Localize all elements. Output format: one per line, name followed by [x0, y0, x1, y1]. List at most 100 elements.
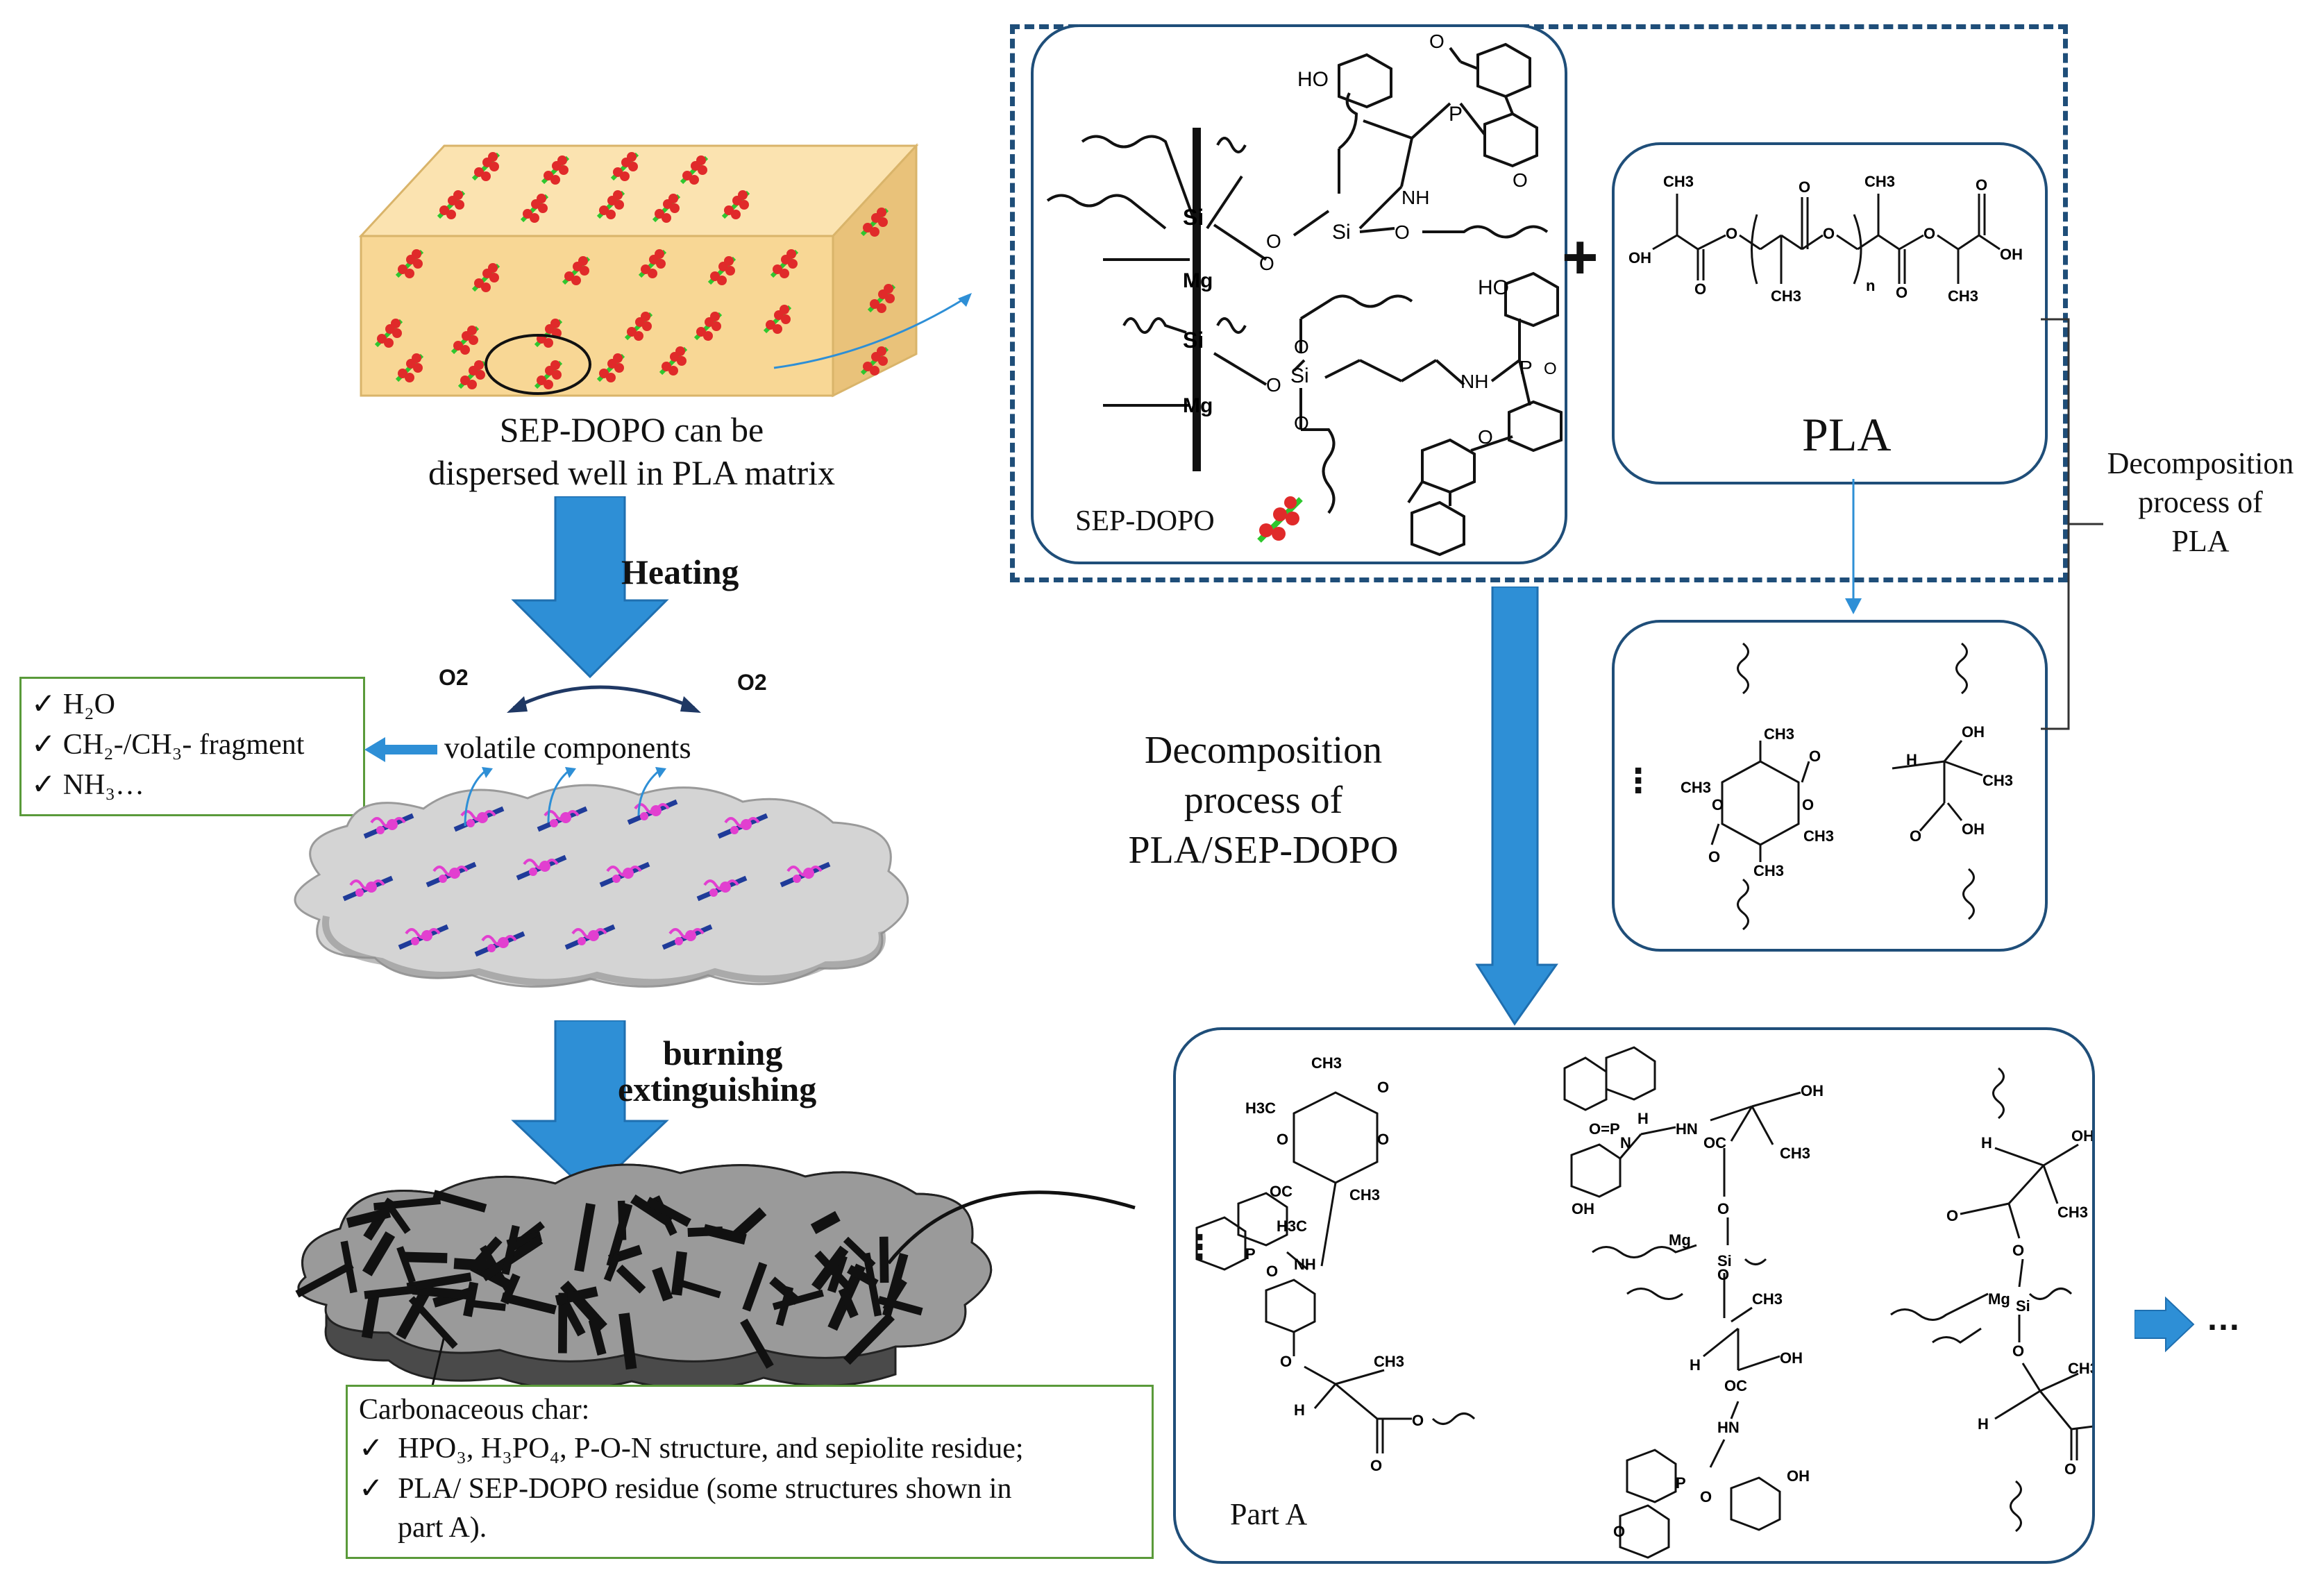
- char-item-2: ✓ PLA/ SEP-DOPO residue (some structures…: [359, 1473, 1012, 1505]
- fiber: [696, 875, 748, 902]
- sep-dopo-particle: [471, 152, 500, 181]
- sep-caption-line2: dispersed well in PLA matrix: [428, 453, 836, 492]
- svg-text:O: O: [2012, 1342, 2024, 1360]
- char-fiber: [402, 1251, 448, 1263]
- svg-text:OH: OH: [2000, 246, 2023, 263]
- svg-text:Si: Si: [1290, 364, 1309, 387]
- svg-text:P: P: [1245, 1245, 1256, 1263]
- sep-dopo-particle: [520, 194, 549, 223]
- svg-text:Mg: Mg: [1988, 1290, 2010, 1308]
- char-fiber: [361, 1290, 380, 1339]
- svg-text:HN: HN: [1717, 1419, 1740, 1436]
- svg-text:CH3: CH3: [1864, 173, 1895, 190]
- pla-bracket: [2041, 318, 2103, 730]
- sep-dopo-particle: [659, 346, 688, 376]
- fiber: [398, 924, 449, 950]
- fiber: [516, 854, 567, 881]
- sep-caption-line1: SEP-DOPO can be: [499, 410, 764, 449]
- svg-text:CH3: CH3: [1771, 287, 1801, 305]
- fiber: [662, 924, 713, 950]
- svg-text:OH: OH: [1962, 820, 1985, 838]
- volatile-item-1: ✓ H₂O: [31, 689, 116, 720]
- volatile-item-2: ✓ CH₂-/CH₃- fragment: [31, 729, 305, 761]
- svg-text:Si: Si: [1183, 205, 1204, 230]
- svg-text:O: O: [1613, 1523, 1625, 1540]
- volatile-item-3: ✓ NH₃…: [31, 769, 145, 801]
- sep-dopo-box-label: SEP-DOPO: [1075, 505, 1215, 537]
- svg-text:Si: Si: [1183, 328, 1204, 353]
- char-fiber: [470, 1299, 506, 1311]
- svg-text:O: O: [1799, 178, 1810, 196]
- svg-text:OH: OH: [1628, 249, 1651, 267]
- char-fiber: [843, 1236, 876, 1269]
- char-fiber: [384, 1201, 411, 1234]
- svg-text:O: O: [1823, 225, 1835, 242]
- decomp-down-arrow: [1475, 587, 1558, 1026]
- svg-text:OH: OH: [2071, 1127, 2092, 1145]
- svg-text:O: O: [1708, 848, 1720, 866]
- part-a-structures: CH3 H3C O O O OC P O NH CH3 H3C O CH3 H …: [1195, 1046, 2092, 1559]
- svg-text:O: O: [1700, 1488, 1712, 1506]
- part-a-box: CH3 H3C O O O OC P O NH CH3 H3C O CH3 H …: [1173, 1027, 2095, 1564]
- fiber: [780, 861, 831, 888]
- svg-text:NH: NH: [1294, 1256, 1316, 1273]
- char-fiber: [603, 1253, 621, 1282]
- pla-decomp-box: CH3 CH3 O O O O CH3 CH3 H OH CH3 O OH ⋮: [1612, 620, 2048, 952]
- svg-text:H: H: [1690, 1356, 1701, 1374]
- sep-dopo-particle: [437, 190, 466, 219]
- sep-dopo-particle: [707, 256, 736, 285]
- sep-dopo-particle: [471, 263, 500, 292]
- svg-text:HO: HO: [1478, 276, 1509, 299]
- svg-text:O: O: [1266, 374, 1281, 396]
- part-a-ellipsis: ⋮: [1183, 1229, 1216, 1266]
- char-fiber: [811, 1245, 849, 1291]
- svg-text:O: O: [1712, 796, 1724, 813]
- svg-text:O: O: [1910, 827, 1921, 845]
- char-fiber: [406, 1272, 472, 1292]
- char-fiber: [742, 1262, 768, 1312]
- volatiles-list: ✓ H₂O ✓ CH₂-/CH₃- fragment ✓ NH₃…: [19, 677, 365, 816]
- sep-caption: SEP-DOPO can be dispersed well in PLA ma…: [389, 408, 875, 494]
- cloud-fibers: [342, 799, 831, 957]
- svg-text:O: O: [1294, 412, 1309, 434]
- char-fiber: [471, 1236, 503, 1271]
- char-fiber: [501, 1224, 520, 1275]
- sep-dopo-particle: [867, 284, 896, 313]
- svg-text:H: H: [1294, 1401, 1305, 1419]
- svg-text:O: O: [1429, 31, 1445, 52]
- pla-decomp-structures: CH3 CH3 O O O O CH3 CH3 H OH CH3 O OH: [1681, 642, 2013, 931]
- svg-text:O: O: [1923, 225, 1935, 242]
- char-fiber: [630, 1194, 673, 1227]
- continue-ellipsis: …: [2206, 1299, 2241, 1338]
- pla-matrix-block: [358, 143, 919, 398]
- char-fiber: [364, 1285, 417, 1299]
- volatile-rising-arrows: [464, 767, 666, 827]
- char-fiber: [772, 1289, 825, 1310]
- o2-left: O2: [439, 665, 469, 690]
- sep-dopo-particles: [374, 152, 896, 389]
- svg-text:Mg: Mg: [1183, 269, 1213, 292]
- svg-text:Si: Si: [1332, 221, 1351, 244]
- ho-1: HO: [1297, 68, 1329, 91]
- svg-text:OH: OH: [1962, 723, 1985, 741]
- char-fibers: [295, 1190, 923, 1370]
- sep-dopo-particle: [763, 305, 792, 334]
- sep-dopo-particle: [541, 155, 570, 185]
- svg-text:O: O: [1370, 1457, 1382, 1474]
- char-fiber: [877, 1296, 923, 1316]
- svg-text:Mg: Mg: [1669, 1231, 1691, 1249]
- pla-down-arrow: [1845, 479, 1862, 614]
- char-item-2b: part A).: [398, 1512, 487, 1544]
- burning-arrow: [511, 1020, 669, 1196]
- char-fiber: [618, 1313, 637, 1370]
- char-fiber: [652, 1267, 673, 1301]
- svg-text:OC: OC: [1703, 1134, 1726, 1152]
- svg-text:O: O: [1395, 221, 1410, 243]
- svg-text:CH3: CH3: [1803, 827, 1834, 845]
- char-fiber: [843, 1313, 895, 1365]
- volatile-arrow: [364, 737, 437, 762]
- sep-dopo-particle: [638, 249, 667, 278]
- svg-text:O: O: [1809, 748, 1821, 765]
- fiber: [627, 799, 678, 825]
- svg-text:O: O: [1266, 230, 1281, 252]
